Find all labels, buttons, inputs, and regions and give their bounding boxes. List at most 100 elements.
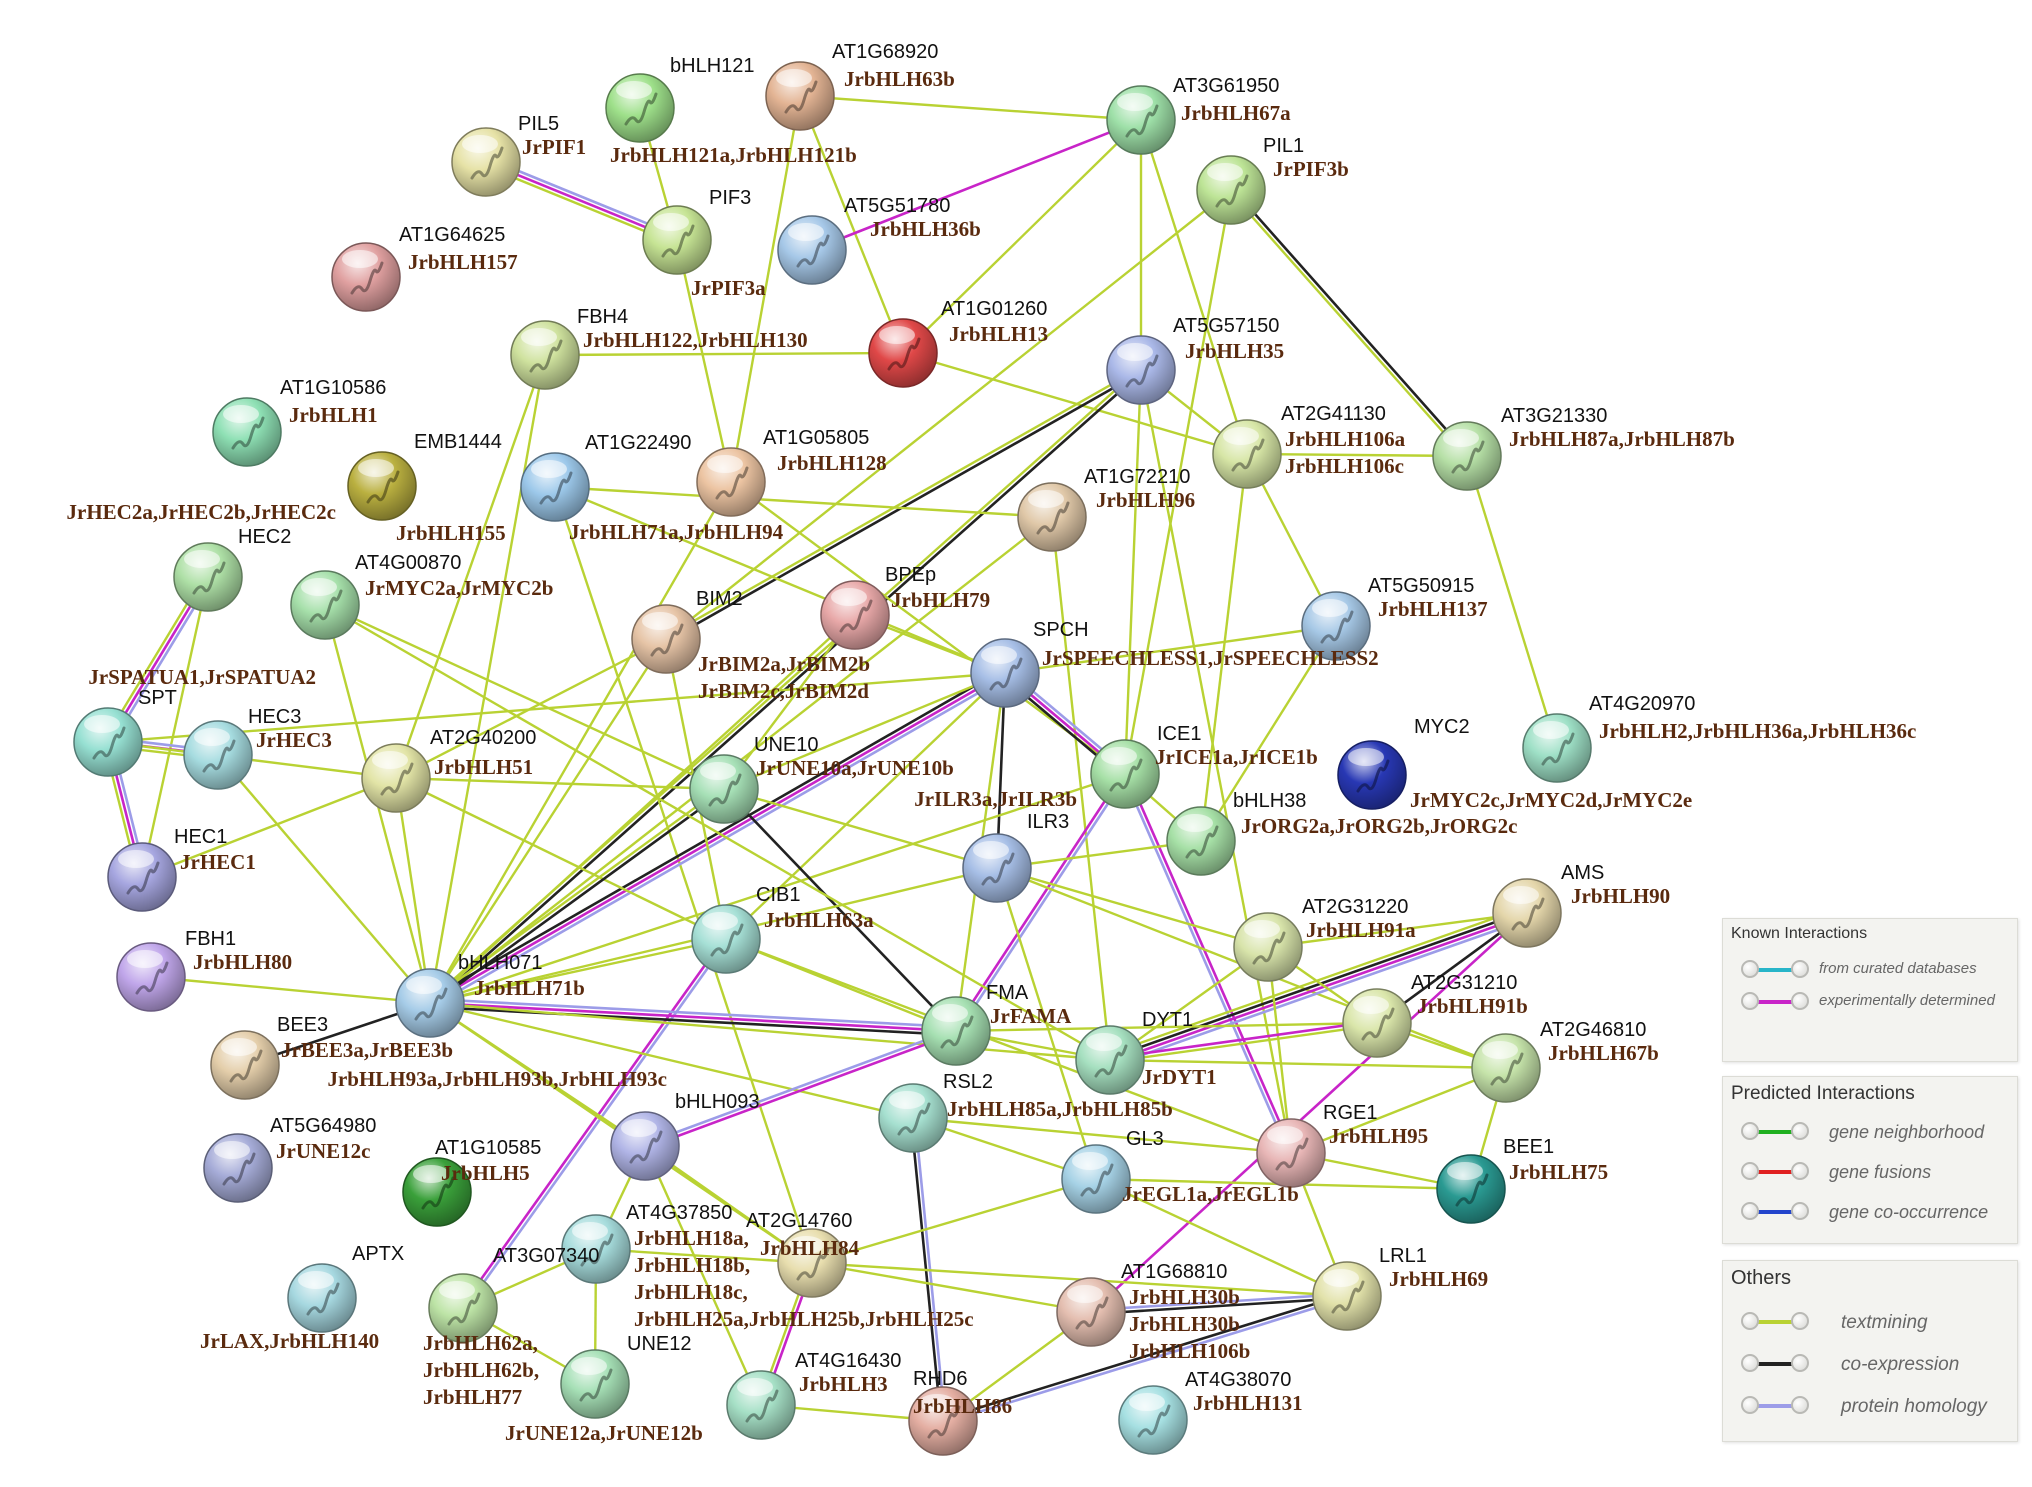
node-BEE1[interactable] bbox=[1436, 1154, 1506, 1224]
node-AMS[interactable] bbox=[1492, 878, 1562, 948]
edge-SPCH-bHLH071-homology bbox=[431, 675, 1008, 1008]
node-FMA[interactable] bbox=[921, 996, 991, 1066]
legend-neighborhood-line bbox=[1751, 1130, 1799, 1134]
node-BPEp[interactable] bbox=[820, 580, 890, 650]
node-alias-SPT: JrSPATUA1,JrSPATUA2 bbox=[88, 665, 316, 689]
node-AT1G10586[interactable] bbox=[212, 397, 282, 467]
node-highlight bbox=[572, 1222, 608, 1240]
node-AT2G31210[interactable] bbox=[1342, 988, 1412, 1058]
protein-structure-icon bbox=[414, 987, 448, 1021]
node-AT4G38070[interactable] bbox=[1118, 1385, 1188, 1455]
node-AT2G14760[interactable] bbox=[777, 1228, 847, 1298]
node-highlight bbox=[1072, 1152, 1108, 1170]
node-AT5G51780[interactable] bbox=[777, 215, 847, 285]
node-AT4G00870[interactable] bbox=[290, 570, 360, 640]
edge-FBH1-bHLH071-textmining bbox=[150, 975, 431, 1005]
alias-line: JrbHLH91a bbox=[1306, 918, 1416, 942]
node-AT3G21330[interactable] bbox=[1432, 421, 1502, 491]
protein-structure-icon bbox=[796, 1247, 830, 1281]
protein-structure-icon bbox=[839, 599, 873, 633]
protein-structure-icon bbox=[629, 1130, 663, 1164]
node-CIB1[interactable] bbox=[691, 904, 761, 974]
node-AT4G37850[interactable] bbox=[561, 1214, 631, 1284]
node-APTX[interactable] bbox=[287, 1263, 357, 1333]
legend-cooccurrence-line bbox=[1751, 1210, 1799, 1214]
node-highlight bbox=[1443, 429, 1479, 447]
node-BIM2[interactable] bbox=[631, 604, 701, 674]
node-alias-CIB1: JrbHLH63a bbox=[764, 908, 874, 932]
node-GL3[interactable] bbox=[1061, 1144, 1131, 1214]
node-AT2G41130[interactable] bbox=[1212, 419, 1282, 489]
node-name-AT2G31210: AT2G31210 bbox=[1411, 972, 1517, 994]
node-PIL1[interactable] bbox=[1196, 155, 1266, 225]
node-HEC2[interactable] bbox=[173, 542, 243, 612]
node-FBH4[interactable] bbox=[510, 320, 580, 390]
node-AT1G68920[interactable] bbox=[765, 61, 835, 131]
node-AT1G05805[interactable] bbox=[696, 447, 766, 517]
protein-structure-icon bbox=[1455, 1173, 1489, 1207]
node-UNE10[interactable] bbox=[689, 754, 759, 824]
legend-coexpression-node-b bbox=[1791, 1354, 1809, 1372]
node-HEC3[interactable] bbox=[183, 720, 253, 790]
node-alias-bHLH071: JrbHLH71b bbox=[474, 976, 585, 1000]
node-alias-AT4G38070: JrbHLH131 bbox=[1193, 1391, 1303, 1415]
node-AT5G64980[interactable] bbox=[203, 1133, 273, 1203]
node-bHLH093[interactable] bbox=[610, 1111, 680, 1181]
node-AT1G68810[interactable] bbox=[1056, 1277, 1126, 1347]
node-PIF3[interactable] bbox=[642, 205, 712, 275]
node-EMB1444[interactable] bbox=[347, 451, 417, 521]
node-AT5G57150[interactable] bbox=[1106, 335, 1176, 405]
node-AT3G07340[interactable] bbox=[428, 1273, 498, 1343]
legend-predicted-title: Predicted Interactions bbox=[1731, 1083, 1915, 1104]
node-name-PIL1: PIL1 bbox=[1263, 135, 1304, 157]
node-name-CIB1: CIB1 bbox=[756, 884, 800, 906]
node-UNE12[interactable] bbox=[560, 1349, 630, 1419]
protein-structure-icon bbox=[135, 961, 169, 995]
node-AT4G20970[interactable] bbox=[1522, 713, 1592, 783]
node-bHLH121[interactable] bbox=[605, 73, 675, 143]
node-name-AT1G10586: AT1G10586 bbox=[280, 377, 386, 399]
edge-AT1G05805-bHLH071-textmining bbox=[428, 481, 733, 1004]
node-FBH1[interactable] bbox=[116, 942, 186, 1012]
node-LRL1[interactable] bbox=[1312, 1261, 1382, 1331]
node-MYC2[interactable] bbox=[1337, 740, 1407, 810]
node-AT2G46810[interactable] bbox=[1471, 1033, 1541, 1103]
node-AT1G10585[interactable] bbox=[402, 1157, 472, 1227]
node-AT3G61950[interactable] bbox=[1106, 85, 1176, 155]
node-alias-AT3G07340: JrbHLH62a,JrbHLH62b,JrbHLH77 bbox=[423, 1331, 539, 1409]
node-AT1G22490[interactable] bbox=[520, 452, 590, 522]
node-ICE1[interactable] bbox=[1090, 739, 1160, 809]
node-AT5G50915[interactable] bbox=[1301, 591, 1371, 661]
node-SPCH[interactable] bbox=[970, 638, 1040, 708]
node-AT1G64625[interactable] bbox=[331, 242, 401, 312]
node-AT1G72210[interactable] bbox=[1017, 482, 1087, 552]
protein-structure-icon bbox=[231, 416, 265, 450]
node-AT2G40200[interactable] bbox=[361, 743, 431, 813]
legend-cooccurrence-node-b bbox=[1791, 1202, 1809, 1220]
node-highlight bbox=[1312, 599, 1348, 617]
node-highlight bbox=[879, 326, 915, 344]
legend-homology-node-a bbox=[1741, 1396, 1759, 1414]
node-AT1G01260[interactable] bbox=[868, 318, 938, 388]
node-bHLH38[interactable] bbox=[1166, 806, 1236, 876]
alias-line: JrbHLH75 bbox=[1509, 1160, 1608, 1184]
node-RHD6[interactable] bbox=[908, 1386, 978, 1456]
node-highlight bbox=[1244, 920, 1280, 938]
node-ILR3[interactable] bbox=[962, 833, 1032, 903]
protein-structure-icon bbox=[1215, 174, 1249, 208]
node-SPT[interactable] bbox=[73, 707, 143, 777]
legend-textmining-line bbox=[1751, 1320, 1799, 1324]
alias-line: JrICE1a,JrICE1b bbox=[1155, 745, 1318, 769]
node-PIL5[interactable] bbox=[451, 127, 521, 197]
node-HEC1[interactable] bbox=[107, 842, 177, 912]
node-bHLH071[interactable] bbox=[395, 968, 465, 1038]
node-RGE1[interactable] bbox=[1256, 1118, 1326, 1188]
node-BEE3[interactable] bbox=[210, 1030, 280, 1100]
alias-line: JrDYT1 bbox=[1142, 1065, 1217, 1089]
node-name-AT2G41130: AT2G41130 bbox=[1281, 403, 1386, 425]
node-AT2G31220[interactable] bbox=[1233, 912, 1303, 982]
node-AT4G16430[interactable] bbox=[726, 1370, 796, 1440]
node-RSL2[interactable] bbox=[878, 1083, 948, 1153]
edge-AT4G37850-AT2G14760-textmining bbox=[595, 1247, 813, 1265]
node-DYT1[interactable] bbox=[1075, 1025, 1145, 1095]
